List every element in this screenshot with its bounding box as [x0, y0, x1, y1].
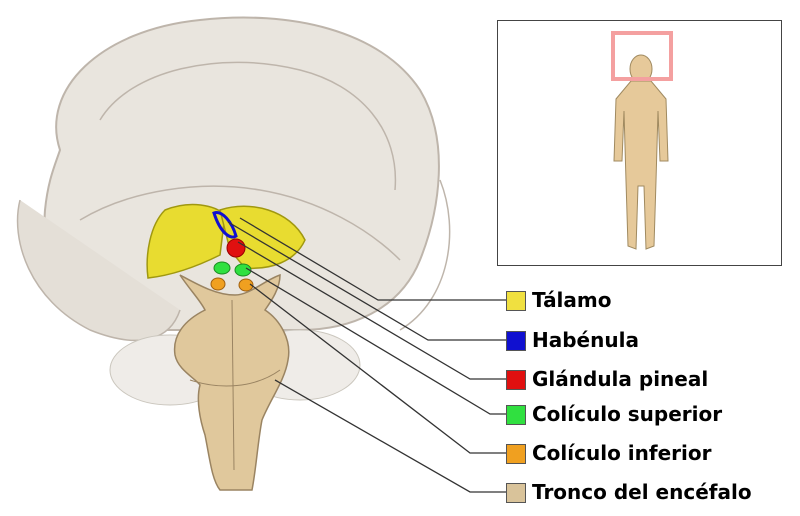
legend-swatch-brainstem	[506, 483, 526, 503]
inferior-colliculus-left	[210, 277, 226, 291]
legend-label-pineal: Glándula pineal	[532, 367, 709, 391]
body-location-inset	[497, 20, 782, 266]
inferior-colliculus-right	[238, 278, 254, 292]
superior-colliculus-right	[234, 263, 252, 277]
human-body-figure	[613, 54, 669, 250]
legend-label-thalamus: Tálamo	[532, 288, 612, 312]
habenula-shape	[212, 211, 238, 239]
leader-line-inferior-colliculus	[249, 283, 506, 454]
legend-swatch-superior-colliculus	[506, 405, 526, 425]
legend-label-superior-colliculus: Colículo superior	[532, 402, 723, 426]
legend-swatch-pineal	[506, 370, 526, 390]
legend-swatch-thalamus	[506, 291, 526, 311]
thalamus-shape	[146, 203, 226, 279]
leader-line-thalamus	[239, 217, 506, 301]
pineal-gland-shape	[226, 238, 246, 258]
head-highlight-box	[611, 31, 673, 81]
legend-label-habenula: Habénula	[532, 328, 639, 352]
leader-line-pineal	[237, 241, 506, 380]
brainstem-shape	[173, 273, 290, 491]
leader-line-superior-colliculus	[245, 267, 506, 415]
legend-label-brainstem: Tronco del encéfalo	[532, 480, 752, 504]
leader-lines	[227, 217, 506, 493]
superior-colliculus-left	[213, 261, 231, 275]
cerebrum-translucent	[16, 16, 451, 406]
leader-line-brainstem	[274, 379, 506, 493]
legend-label-inferior-colliculus: Colículo inferior	[532, 441, 712, 465]
legend-swatch-habenula	[506, 331, 526, 351]
leader-line-habenula	[227, 221, 506, 341]
legend-swatch-inferior-colliculus	[506, 444, 526, 464]
